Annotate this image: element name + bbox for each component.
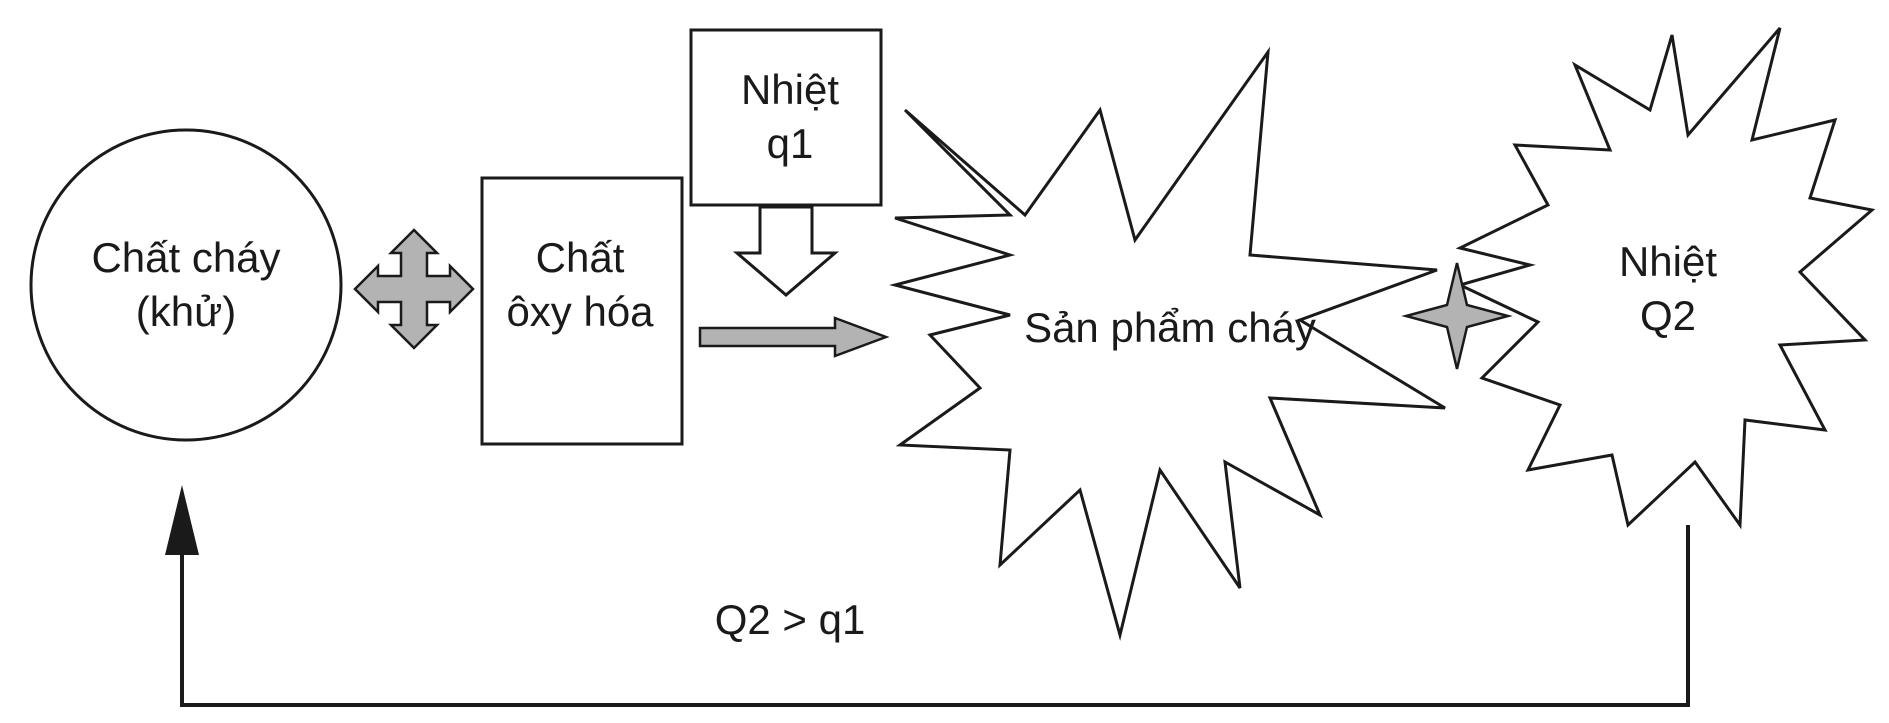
heat-q2-label-line1: Nhiệt bbox=[1619, 238, 1717, 285]
condition-label: Q2 > q1 bbox=[715, 596, 866, 643]
fuel-circle bbox=[29, 128, 343, 442]
feedback-loop-line bbox=[180, 525, 1690, 707]
heat-q1-node: Nhiệt q1 bbox=[689, 28, 883, 207]
heat-q2-node: Nhiệt Q2 bbox=[1455, 27, 1876, 530]
oxidizer-node: Chất ôxy hóa bbox=[480, 176, 684, 446]
heat-q1-box bbox=[689, 28, 883, 207]
products-starburst bbox=[889, 46, 1446, 641]
four-point-star-icon bbox=[1401, 262, 1513, 370]
heat-q1-label-line1: Nhiệt bbox=[741, 66, 839, 113]
heat-q1-label-line2: q1 bbox=[767, 120, 814, 167]
right-arrow-icon bbox=[698, 316, 890, 358]
heat-q2-label-line2: Q2 bbox=[1640, 292, 1696, 339]
products-label: Sản phẩm cháy bbox=[1024, 304, 1316, 351]
fuel-label-line2: (khử) bbox=[136, 288, 236, 335]
oxidizer-label-line1: Chất bbox=[536, 234, 625, 281]
down-arrow-icon bbox=[732, 205, 840, 297]
oxidizer-label-line2: ôxy hóa bbox=[506, 288, 654, 335]
products-node: Sản phẩm cháy bbox=[889, 46, 1446, 641]
heat-q2-starburst bbox=[1455, 27, 1876, 530]
oxidizer-box bbox=[480, 176, 684, 446]
four-way-arrow-icon bbox=[353, 228, 475, 350]
fuel-node: Chất cháy (khử) bbox=[29, 128, 343, 442]
fuel-label-line1: Chất cháy bbox=[91, 234, 280, 281]
up-arrow-head-icon bbox=[165, 485, 199, 555]
